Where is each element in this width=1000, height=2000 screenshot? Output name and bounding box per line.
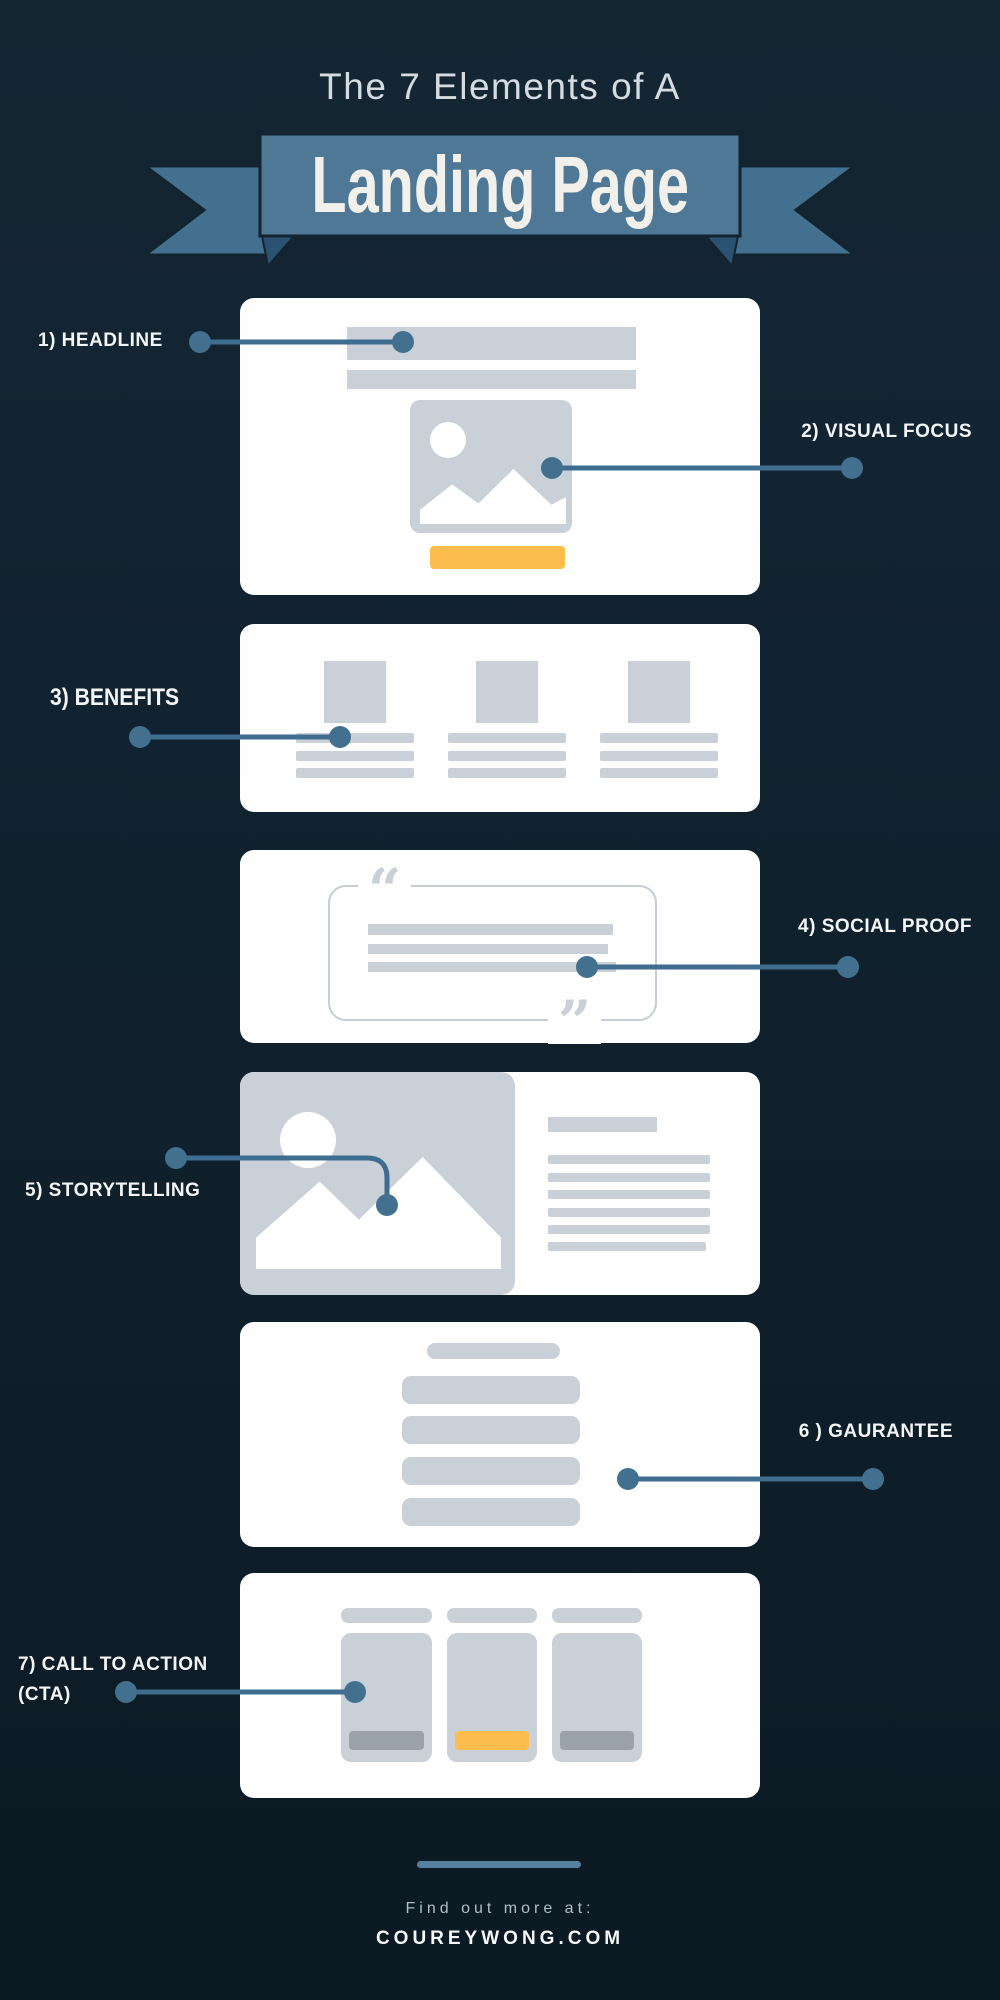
- sun-circle-icon: [430, 422, 466, 458]
- text-line: [548, 1173, 710, 1182]
- text-line: [448, 733, 566, 743]
- mountain-icon: [420, 468, 566, 524]
- headline-bar: [347, 327, 636, 360]
- banner-title: Landing Page: [311, 140, 689, 229]
- text-line: [296, 751, 414, 761]
- text-line: [600, 768, 718, 778]
- callout-label-storytelling: 5) STORYTELLING: [25, 1180, 201, 1201]
- text-line: [600, 733, 718, 743]
- text-line: [548, 1225, 710, 1234]
- cta-button-placeholder: [430, 546, 565, 569]
- text-line: [448, 751, 566, 761]
- footer-lead-text: Find out more at:: [405, 1900, 595, 1917]
- page-title: The 7 Elements of A: [319, 66, 681, 107]
- text-line: [368, 944, 608, 954]
- card-guarantee: [240, 1322, 760, 1547]
- pricing-panel: [447, 1633, 537, 1762]
- sun-circle-icon: [280, 1112, 336, 1168]
- card-call-to-action: [240, 1573, 760, 1798]
- pricing-panel: [552, 1633, 642, 1762]
- list-bar: [402, 1498, 580, 1526]
- callout-label-social-proof: 4) SOCIAL PROOF: [798, 916, 972, 937]
- heading-bar: [548, 1117, 657, 1132]
- subheadline-bar: [347, 370, 636, 389]
- text-line: [368, 924, 613, 935]
- card-social-proof: “ ”: [240, 850, 760, 1044]
- card-storytelling: [240, 1072, 760, 1295]
- ribbon-tail-right: [728, 164, 860, 257]
- card-headline-hero: [240, 298, 760, 595]
- callout-label-cta-line2: (CTA): [18, 1684, 71, 1705]
- ribbon-fold-left: [260, 235, 297, 269]
- image-placeholder-icon: [240, 1072, 515, 1295]
- list-bar: [402, 1416, 580, 1444]
- banner-title-wrap: Landing Page: [260, 134, 740, 236]
- list-bar: [402, 1457, 580, 1485]
- text-line: [548, 1242, 706, 1251]
- text-line: [548, 1155, 710, 1164]
- text-line: [600, 751, 718, 761]
- pricing-panel: [341, 1633, 432, 1762]
- open-quote-icon: “: [358, 858, 412, 912]
- column-title-bar: [447, 1608, 537, 1623]
- benefit-icon-placeholder: [324, 661, 386, 723]
- text-line: [548, 1208, 710, 1217]
- callout-label-cta-line1: 7) CALL TO ACTION: [18, 1654, 208, 1675]
- ribbon-banner-graphic: [140, 132, 860, 269]
- ribbon-center: [258, 132, 742, 238]
- callout-label-headline: 1) HEADLINE: [38, 330, 163, 351]
- pricing-column: [447, 1573, 537, 1798]
- button-placeholder: [560, 1731, 634, 1750]
- image-placeholder-icon: [410, 400, 572, 533]
- callout-label-benefits: 3) BENEFITS: [50, 684, 180, 711]
- text-line: [368, 962, 616, 972]
- heading-bar: [427, 1343, 560, 1359]
- pricing-column: [552, 1573, 642, 1798]
- benefit-icon-placeholder: [628, 661, 690, 723]
- column-title-bar: [341, 1608, 432, 1623]
- footer-site-url: COUREYWONG.COM: [375, 1928, 625, 1949]
- close-quote-icon: ”: [548, 990, 602, 1044]
- mountain-icon: [256, 1157, 501, 1269]
- column-title-bar: [552, 1608, 642, 1623]
- button-placeholder: [349, 1731, 424, 1750]
- footer-divider: [417, 1861, 581, 1868]
- callout-label-guarantee: 6 ) GAURANTEE: [798, 1421, 953, 1442]
- ribbon-tail-left: [140, 164, 272, 257]
- card-benefits: [240, 624, 760, 812]
- text-line: [448, 768, 566, 778]
- ribbon-fold-right: [703, 235, 740, 269]
- quote-box-outline: [328, 885, 657, 1021]
- list-bar: [402, 1376, 580, 1404]
- text-line: [548, 1190, 710, 1199]
- benefit-icon-placeholder: [476, 661, 538, 723]
- callout-label-cta: 7) CALL TO ACTION (CTA): [18, 1650, 208, 1710]
- cta-button-placeholder: [455, 1731, 529, 1750]
- pricing-column: [341, 1573, 432, 1798]
- text-line: [296, 733, 414, 743]
- callout-label-visual-focus: 2) VISUAL FOCUS: [801, 421, 972, 442]
- text-line: [296, 768, 414, 778]
